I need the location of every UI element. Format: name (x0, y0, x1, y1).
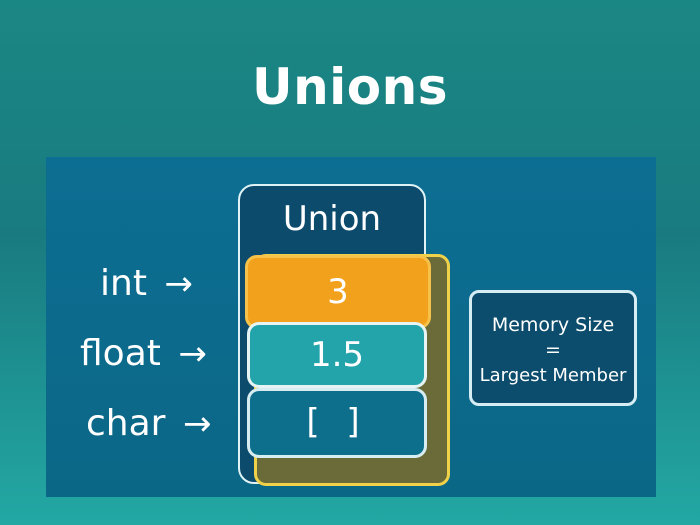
memory-size-line1: Memory Size (491, 314, 615, 336)
float-type-text: float (80, 333, 161, 374)
int-arrow-icon: → (164, 264, 193, 304)
float-member-block: 1.5 (247, 322, 427, 388)
char-type-text: char (86, 403, 166, 444)
memory-size-note: Memory Size = Largest Member (469, 290, 637, 406)
float-label: float → (80, 332, 207, 376)
int-member-block: 3 (245, 255, 431, 329)
char-label: char → (86, 402, 211, 446)
float-arrow-icon: → (178, 334, 207, 374)
memory-size-equals: = (545, 339, 561, 361)
page-title: Unions (251, 58, 449, 116)
memory-size-line3: Largest Member (479, 365, 627, 386)
int-label: int → (100, 262, 193, 306)
char-arrow-icon: → (182, 404, 212, 444)
int-type-text: int (100, 263, 147, 304)
union-title: Union (282, 199, 382, 239)
char-member-block: [ ] (247, 388, 427, 458)
